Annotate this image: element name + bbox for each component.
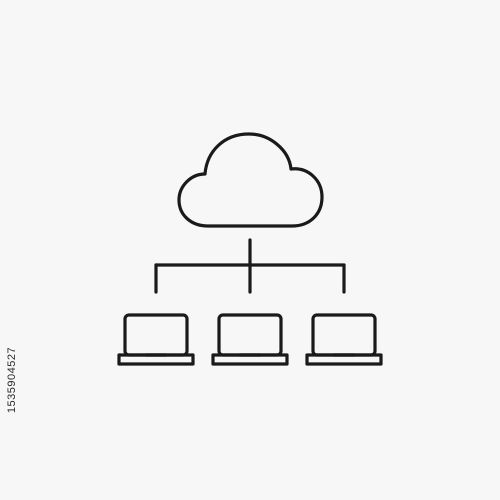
laptop-icon-left xyxy=(117,313,195,366)
cloud-icon xyxy=(177,132,324,228)
laptop-icon-center xyxy=(211,313,289,366)
stock-id-watermark: 1535904527 xyxy=(6,346,18,414)
laptop-icon-right xyxy=(305,313,383,366)
